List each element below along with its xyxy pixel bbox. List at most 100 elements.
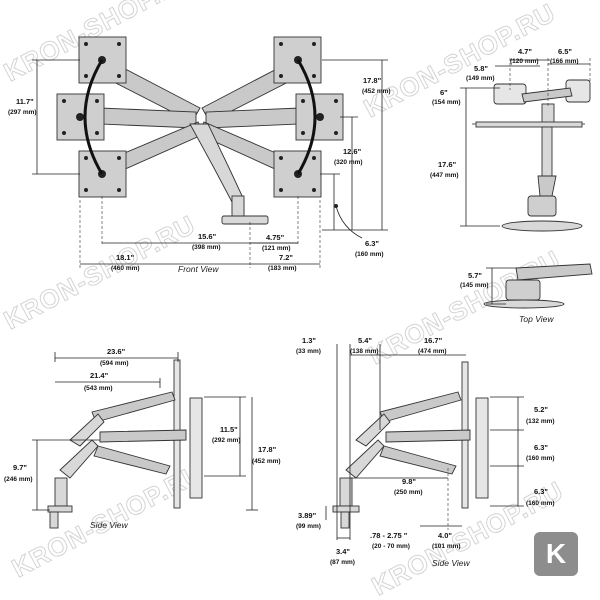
clamp-plate bbox=[505, 279, 541, 301]
monitor-outline bbox=[189, 397, 203, 499]
front-view-caption: Front View bbox=[178, 264, 219, 274]
dim-label: 12.6" bbox=[343, 147, 362, 156]
clamp-screw bbox=[49, 511, 59, 529]
arm-segment bbox=[205, 107, 301, 129]
dim-label: (452 mm) bbox=[252, 458, 281, 465]
top-view-2-drawing bbox=[483, 263, 593, 309]
dim-label: (33 mm) bbox=[296, 348, 321, 355]
dim-label: 18.1" bbox=[116, 253, 135, 262]
dim-label: 6.3" bbox=[534, 443, 548, 452]
dim-label: 6.5" bbox=[558, 47, 572, 56]
dim-label: 11.5" bbox=[220, 425, 238, 434]
dim-label: (138 mm) bbox=[350, 348, 379, 355]
dim-label: 15.6" bbox=[198, 232, 217, 241]
dim-label: .78 - 2.75 " bbox=[370, 531, 408, 540]
clamp-base bbox=[501, 220, 583, 232]
dim-label: (447 mm) bbox=[430, 172, 459, 179]
pole bbox=[345, 439, 385, 479]
dim-label: (160 mm) bbox=[355, 251, 384, 258]
monitor-outline bbox=[493, 83, 527, 105]
pole-base bbox=[54, 477, 68, 507]
dim-label: (297 mm) bbox=[8, 109, 37, 116]
dim-label: (132 mm) bbox=[526, 418, 555, 425]
dim-label: (166 mm) bbox=[550, 58, 579, 65]
dim-label: (149 mm) bbox=[466, 75, 495, 82]
top-view-1-dimensions: 5.8" (149 mm) 4.7" (120 mm) 6.5" (166 mm… bbox=[430, 47, 579, 179]
dim-label: 5.8" bbox=[474, 64, 488, 73]
arm-segment bbox=[537, 175, 557, 197]
top-view-2-dimensions: 5.7" (145 mm) Top View bbox=[460, 271, 554, 324]
dim-label: 6.3" bbox=[534, 487, 548, 496]
dim-label: (154 mm) bbox=[432, 99, 461, 106]
pole bbox=[59, 439, 99, 479]
rotation-arc bbox=[83, 59, 104, 175]
dim-label: 9.7" bbox=[13, 463, 27, 472]
dim-label: (160 mm) bbox=[526, 500, 555, 507]
shop-logo: K bbox=[534, 532, 578, 576]
arm-segment bbox=[93, 445, 171, 475]
arm-segment bbox=[91, 391, 176, 423]
arm-segment bbox=[521, 87, 573, 103]
dim-label: (452 mm) bbox=[362, 88, 391, 95]
dim-label: 5.4" bbox=[358, 336, 372, 345]
dim-label: (101 mm) bbox=[432, 543, 461, 550]
dim-label: 11.7" bbox=[16, 97, 34, 106]
side-view-1-dimensions: 23.6" (594 mm) 21.4" (543 mm) 11.5" (292… bbox=[4, 347, 281, 530]
arm-segment bbox=[99, 429, 187, 443]
side-view-2-drawing bbox=[325, 344, 524, 540]
dim-label: 4.0" bbox=[438, 531, 452, 540]
desk-clamp bbox=[47, 505, 73, 513]
dim-label: (474 mm) bbox=[418, 348, 447, 355]
dim-label: 23.6" bbox=[107, 347, 126, 356]
dim-label: 1.3" bbox=[302, 336, 316, 345]
dim-label: 7.2" bbox=[279, 253, 293, 262]
dim-label: (594 mm) bbox=[100, 360, 129, 367]
arm-segment bbox=[69, 413, 105, 447]
dim-label: (121 mm) bbox=[262, 245, 291, 252]
dim-label: (20 - 70 mm) bbox=[372, 543, 410, 550]
dim-label: 4.75" bbox=[266, 233, 285, 242]
pole-top bbox=[541, 103, 555, 125]
dim-label: 21.4" bbox=[90, 371, 109, 380]
dim-label: (543 mm) bbox=[84, 385, 113, 392]
side-view-1-drawing bbox=[32, 352, 258, 529]
arm-segment bbox=[379, 445, 457, 475]
desk-clamp bbox=[221, 215, 269, 225]
dim-label: (145 mm) bbox=[460, 282, 489, 289]
dim-label: 16.7" bbox=[424, 336, 443, 345]
dim-label: (246 mm) bbox=[4, 476, 33, 483]
dim-label: 5.7" bbox=[468, 271, 482, 280]
dim-label: 6.3" bbox=[365, 239, 379, 248]
front-view-drawing bbox=[32, 36, 388, 268]
clamp-plate bbox=[527, 195, 557, 217]
dim-label: 17.8" bbox=[258, 445, 277, 454]
dim-label: (460 mm) bbox=[111, 265, 140, 272]
dim-label: (292 mm) bbox=[212, 437, 241, 444]
desk-surface bbox=[475, 121, 583, 128]
dim-label: 5.2" bbox=[534, 405, 548, 414]
dim-label: (183 mm) bbox=[268, 265, 297, 272]
arm-segment bbox=[355, 413, 391, 447]
dim-label: 6" bbox=[440, 88, 448, 97]
clamp-base bbox=[483, 299, 565, 309]
leader-line bbox=[335, 205, 363, 239]
side-view-caption: Side View bbox=[432, 558, 471, 568]
top-view-caption: Top View bbox=[519, 314, 554, 324]
side-view-2-dimensions: 1.3" (33 mm) 5.4" (138 mm) 16.7" (474 mm… bbox=[296, 336, 555, 568]
monitor-outline bbox=[475, 397, 489, 499]
dim-label: (99 mm) bbox=[296, 523, 321, 530]
pole-base bbox=[231, 195, 245, 219]
dim-label: (250 mm) bbox=[394, 489, 423, 496]
dim-label: (160 mm) bbox=[526, 455, 555, 462]
dim-label: 4.7" bbox=[518, 47, 532, 56]
pole bbox=[541, 126, 553, 178]
dim-label: 3.4" bbox=[336, 547, 350, 556]
arm-segment bbox=[385, 429, 471, 443]
dim-label: (120 mm) bbox=[510, 58, 539, 65]
watermark-text: KRON-SHOP.RU bbox=[0, 209, 200, 335]
side-view-caption: Side View bbox=[90, 520, 129, 530]
front-view-dimensions: 11.7" (297 mm) 17.8" (452 mm) 12.6" (320… bbox=[8, 76, 391, 274]
top-view-1-drawing bbox=[460, 58, 591, 232]
